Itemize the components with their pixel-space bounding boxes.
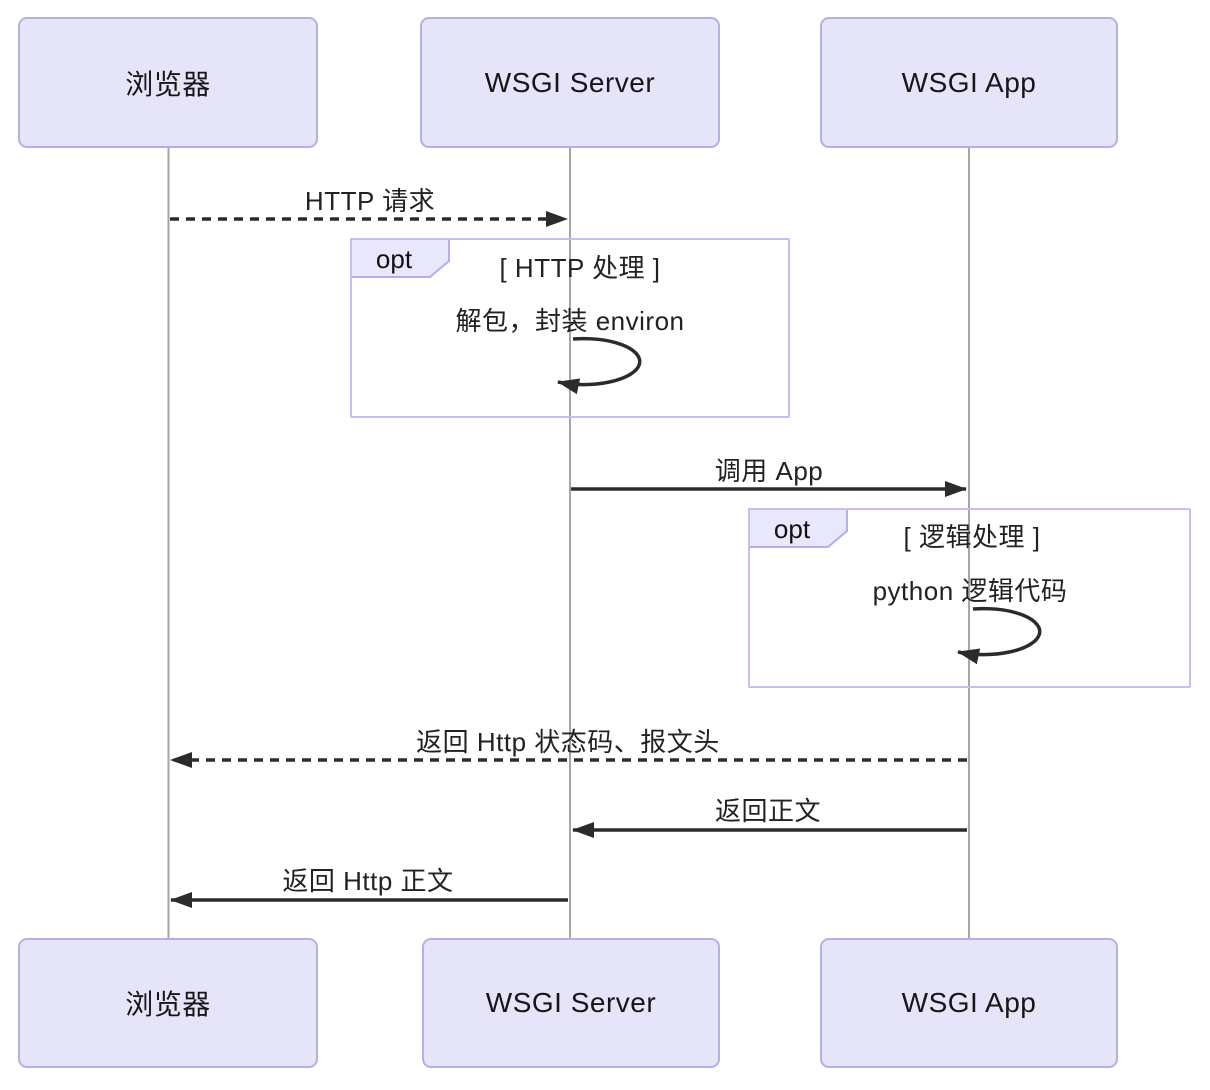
message-label-return-http-body: 返回 Http 正文 <box>282 866 454 896</box>
opt-guard-1: [ HTTP 处理 ] <box>499 253 661 283</box>
message-label-return-body: 返回正文 <box>714 796 822 826</box>
message-label-return-status: 返回 Http 状态码、报文头 <box>416 727 720 757</box>
opt-guard-2: [ 逻辑处理 ] <box>903 522 1041 552</box>
actor-wsgi-app-bottom: WSGI App <box>820 938 1118 1068</box>
actor-browser-top: 浏览器 <box>18 17 318 148</box>
actor-wsgi-server-top: WSGI Server <box>420 17 720 148</box>
actor-wsgi-app-top: WSGI App <box>820 17 1118 148</box>
opt-operator-2: opt <box>773 514 811 544</box>
message-label-http-request: HTTP 请求 <box>304 186 436 216</box>
opt-operator-1: opt <box>375 244 413 274</box>
opt-fragment-logic <box>748 508 1191 688</box>
opt-fragment-http <box>350 238 790 418</box>
self-loop-wsgi-app <box>957 606 1042 665</box>
self-message-1: 解包，封装 environ <box>455 306 685 336</box>
message-label-call-app: 调用 App <box>714 456 824 486</box>
actor-browser-bottom: 浏览器 <box>18 938 318 1068</box>
self-loop-wsgi-server <box>557 336 642 395</box>
self-message-2: python 逻辑代码 <box>872 576 1068 606</box>
actor-wsgi-server-bottom: WSGI Server <box>422 938 720 1068</box>
